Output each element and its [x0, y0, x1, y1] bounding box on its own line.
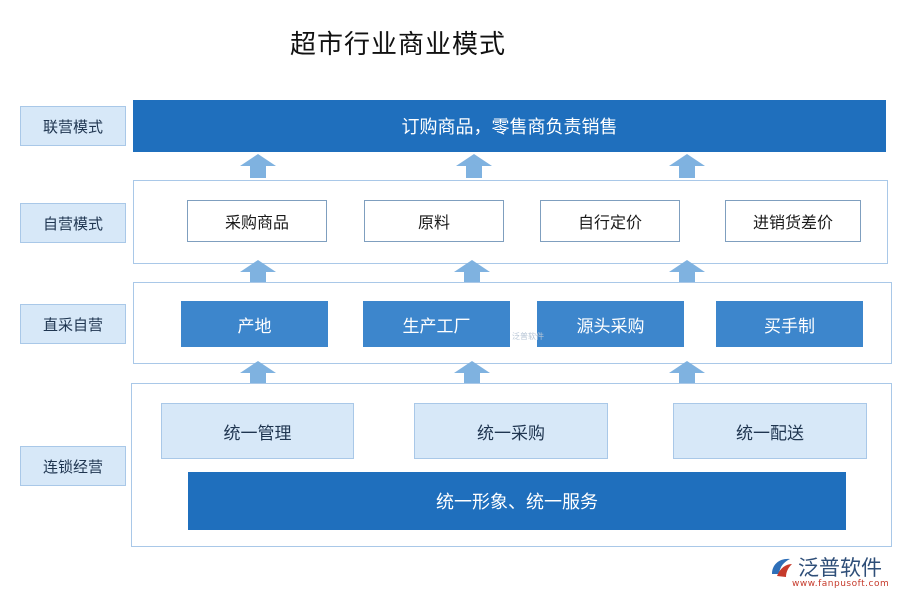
- arrow-up-icon: [669, 154, 705, 178]
- ziying-item: 自行定价: [540, 200, 680, 242]
- arrow-up-icon: [240, 260, 276, 284]
- liansuo-item: 统一管理: [161, 403, 354, 459]
- watermark-text: 泛普软件: [512, 332, 544, 341]
- arrow-up-icon: [240, 154, 276, 178]
- ziying-item: 原料: [364, 200, 504, 242]
- arrow-up-icon: [454, 361, 490, 385]
- zhicai-item: 生产工厂: [363, 301, 510, 347]
- label-lianying: 联营模式: [20, 106, 126, 146]
- label-zhicai: 直采自营: [20, 304, 126, 344]
- page-title: 超市行业商业模式: [290, 30, 507, 60]
- label-ziying: 自营模式: [20, 203, 126, 243]
- lianying-bar: 订购商品，零售商负责销售: [133, 100, 886, 152]
- arrow-up-icon: [240, 361, 276, 385]
- liansuo-bar: 统一形象、统一服务: [188, 472, 846, 530]
- arrow-up-icon: [454, 260, 490, 284]
- label-liansuo: 连锁经营: [20, 446, 126, 486]
- brand-url: www.fanpusoft.com: [792, 579, 890, 589]
- arrow-up-icon: [669, 361, 705, 385]
- brand-name: 泛普软件: [798, 556, 882, 580]
- liansuo-item: 统一采购: [414, 403, 608, 459]
- brand-logo: 泛普软件: [768, 552, 882, 582]
- zhicai-item: 源头采购: [537, 301, 684, 347]
- arrow-up-icon: [669, 260, 705, 284]
- ziying-item: 进销货差价: [725, 200, 861, 242]
- arrow-up-icon: [456, 154, 492, 178]
- zhicai-item: 产地: [181, 301, 328, 347]
- brand-logo-icon: [772, 558, 792, 577]
- liansuo-item: 统一配送: [673, 403, 867, 459]
- ziying-item: 采购商品: [187, 200, 327, 242]
- zhicai-item: 买手制: [716, 301, 863, 347]
